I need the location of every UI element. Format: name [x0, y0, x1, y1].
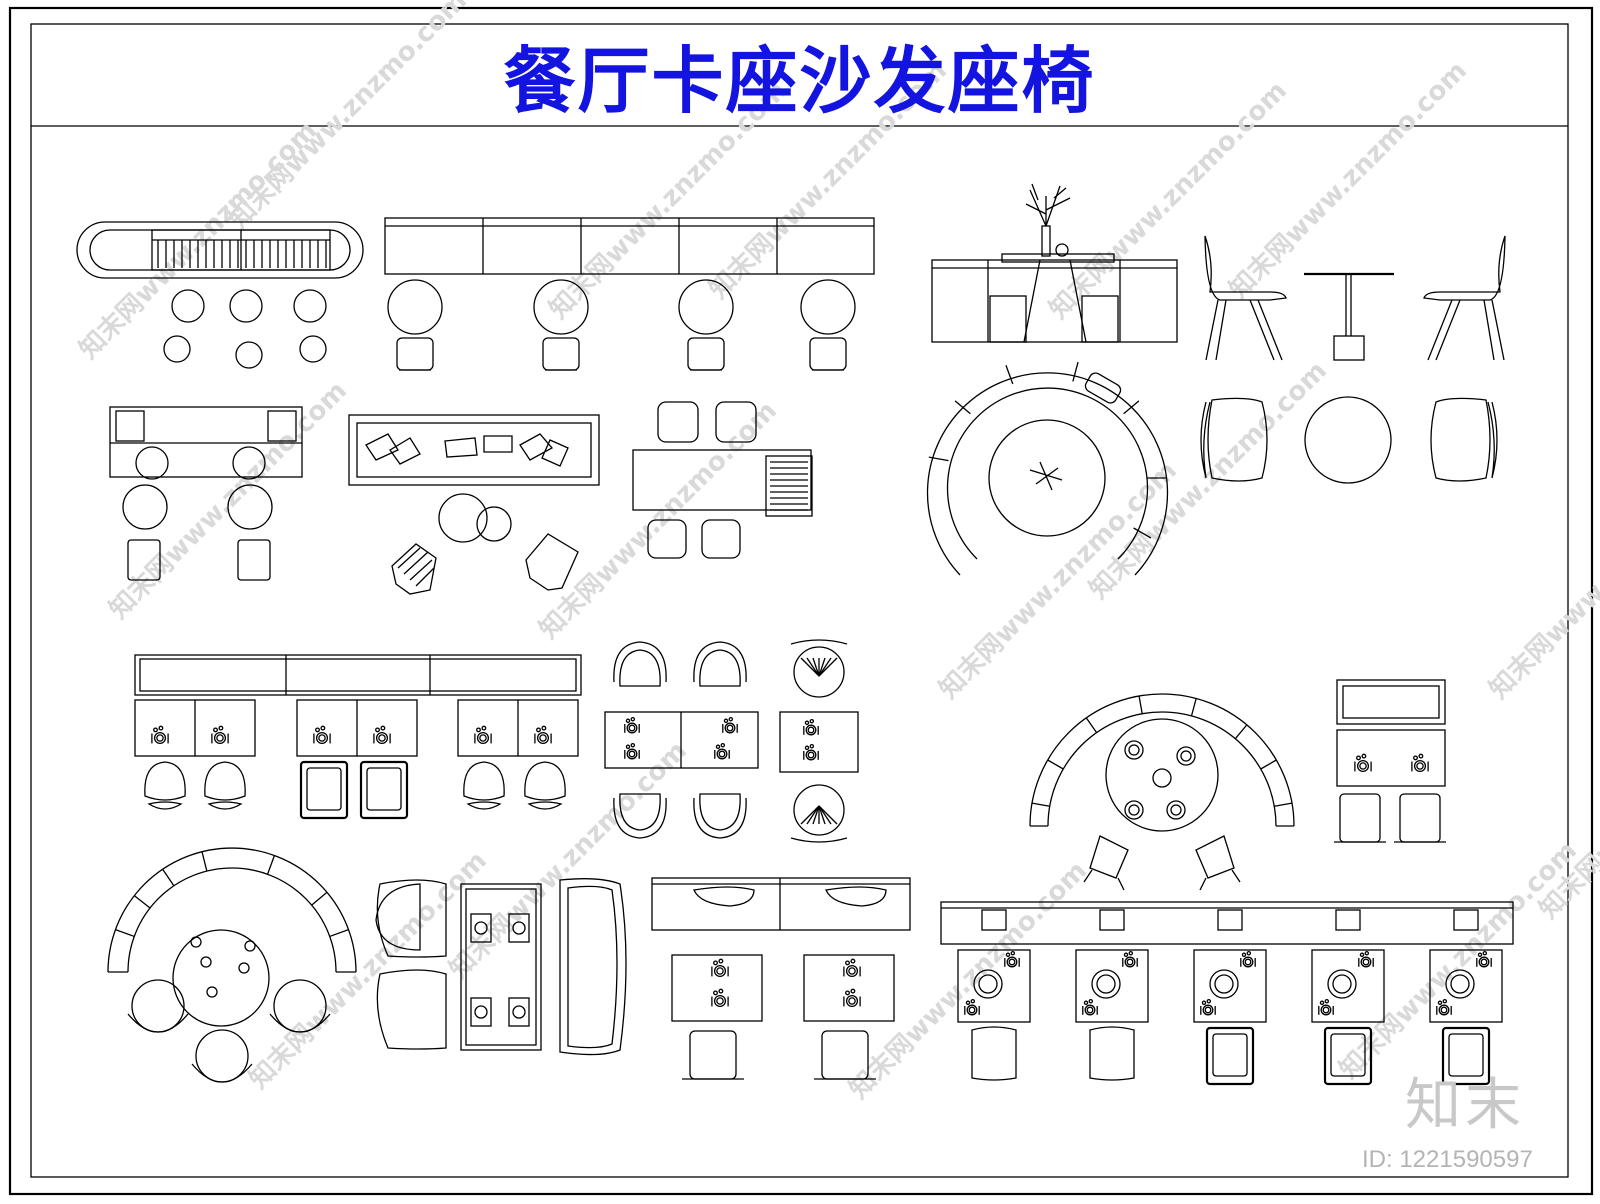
watermark-text: 知末网www.znzmo.com — [104, 376, 353, 625]
outer-frame — [8, 6, 1594, 1196]
booth-elevation-group — [931, 183, 1178, 343]
bistro-elevation-group — [1204, 235, 1506, 361]
sofa-booth-group — [375, 878, 627, 1056]
brand-logo: 知末 — [1405, 1073, 1525, 1138]
semicircle-booth-group — [1029, 693, 1295, 891]
bench-two-square-tables-group — [651, 877, 911, 1080]
long-bench-group — [384, 217, 875, 371]
sofa-cushions-group — [348, 414, 600, 595]
watermark-text: 知末网www.znzmo.com — [1084, 356, 1333, 605]
page-title: 餐厅卡座沙发座椅 — [503, 38, 1096, 123]
small-bench-group — [1334, 679, 1446, 843]
image-id-label: ID: 1221590597 — [1362, 1146, 1533, 1173]
inner-frame — [30, 23, 1569, 1178]
plan-bistro-group — [1200, 396, 1498, 484]
table-four-chairs-group — [632, 401, 813, 559]
long-bench-table-pairs-group — [134, 654, 582, 820]
watermark-text: 知末网www.znzmo.com — [844, 856, 1093, 1105]
watermark-text: 知末网www.znzmo.com — [1484, 456, 1600, 705]
watermark-text: 知末网www.znzmo.com — [934, 456, 1183, 705]
bench-five-tables-group — [940, 901, 1514, 1086]
shell-chairs-group — [779, 639, 859, 843]
c-booth-group — [926, 361, 1169, 576]
round-booth-bottom-group — [107, 847, 357, 1083]
four-seat-block-group — [604, 641, 759, 839]
curved-banquette-group — [76, 221, 364, 369]
bench-two-tables-group — [109, 406, 303, 581]
